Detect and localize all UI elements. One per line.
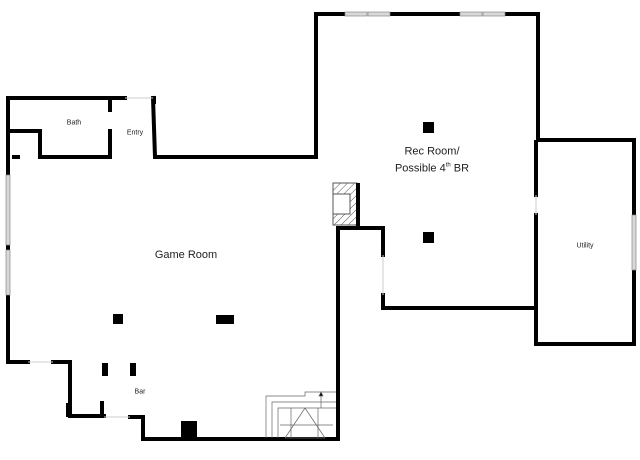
window [482,11,506,17]
room-label-utility: Utility [576,242,594,250]
rec-room-superscript: th [445,162,451,169]
room-label-game-room: Game Room [154,249,218,261]
rec-room-line2-suffix: BR [450,162,470,175]
window [344,11,368,17]
fireplace [332,182,360,226]
room-label-bath: Bath [66,119,82,127]
rec-room-line2: Possible 4th BR [395,159,469,176]
window [459,11,483,17]
window [631,214,637,271]
rec-room-line1: Rec Room/ [404,145,460,158]
columns [102,122,434,439]
window [5,174,11,246]
stairs [265,391,336,439]
walls [6,12,636,441]
windows [5,11,637,296]
column [113,314,123,324]
column [102,363,108,376]
column [423,232,434,243]
column [216,315,234,324]
column [423,122,434,133]
window [5,249,11,296]
window [367,11,391,17]
room-label-bar: Bar [134,388,146,396]
column [181,421,197,439]
room-label-entry: Entry [126,129,144,137]
door-openings [28,97,537,418]
column [130,363,136,376]
room-label-rec-room: Rec Room/ Possible 4th BR [395,145,469,176]
rec-room-line2-text: Possible 4 [394,162,446,175]
